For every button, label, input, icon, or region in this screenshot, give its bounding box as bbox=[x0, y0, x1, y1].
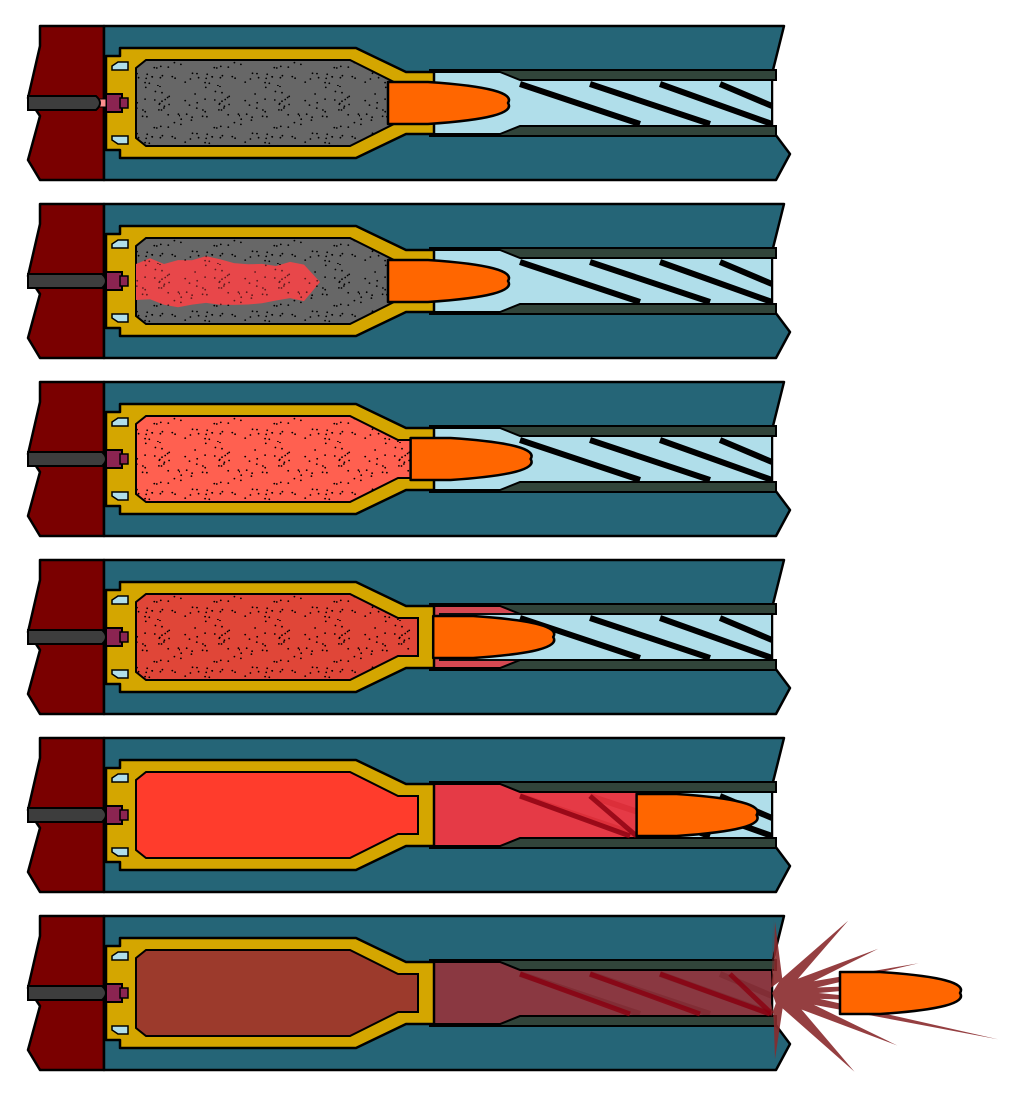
bullet bbox=[635, 792, 759, 838]
case-rim-notch-bottom bbox=[111, 491, 129, 501]
rifling-groove bbox=[718, 81, 774, 109]
firing-pin bbox=[27, 807, 107, 823]
case-rim-notch-bottom bbox=[111, 669, 129, 679]
powder-grains bbox=[136, 594, 418, 680]
rifling bbox=[519, 81, 774, 127]
case-rim-notch-bottom bbox=[111, 1025, 129, 1035]
powder-grains bbox=[136, 416, 418, 502]
firing-pin bbox=[27, 273, 107, 289]
firing-stage-4 bbox=[26, 558, 792, 716]
case-rim-notch-top bbox=[111, 773, 129, 783]
rifling-groove-gas bbox=[588, 794, 639, 838]
powder-charge bbox=[135, 771, 419, 859]
firing-stage-6 bbox=[26, 914, 999, 1072]
firing-pin bbox=[27, 451, 107, 467]
rifling-groove bbox=[519, 437, 641, 483]
case-rim-notch-bottom bbox=[111, 847, 129, 857]
firing-stage-1 bbox=[26, 24, 792, 182]
firing-stage-5 bbox=[26, 736, 792, 894]
case-rim-notch-top bbox=[111, 239, 129, 249]
rifling-groove-gas bbox=[519, 793, 631, 839]
firing-pin bbox=[27, 95, 101, 111]
primer-anvil bbox=[119, 453, 129, 465]
rifling bbox=[519, 259, 774, 305]
case-rim-notch-top bbox=[111, 61, 129, 71]
primer-anvil bbox=[119, 987, 129, 999]
rifling-groove bbox=[589, 259, 711, 305]
bullet bbox=[409, 436, 533, 482]
rifling-groove bbox=[519, 81, 641, 127]
case-rim-notch-bottom bbox=[111, 135, 129, 145]
primer-anvil bbox=[119, 809, 129, 821]
powder-charge bbox=[135, 949, 419, 1037]
muzzle-blast bbox=[770, 917, 999, 1072]
case-rim-notch-top bbox=[111, 951, 129, 961]
bore-gas bbox=[431, 961, 773, 1025]
rifling-groove bbox=[658, 259, 774, 305]
rifling-groove bbox=[589, 615, 711, 661]
primer-anvil bbox=[119, 631, 129, 643]
bullet bbox=[431, 614, 556, 660]
primer-anvil bbox=[119, 275, 129, 287]
rifling-groove bbox=[718, 259, 774, 287]
rifling-groove bbox=[718, 615, 774, 643]
rifling-groove bbox=[658, 615, 774, 661]
rifling-groove bbox=[658, 81, 774, 127]
rifling-groove bbox=[589, 437, 711, 483]
powder-grains bbox=[136, 60, 418, 146]
bullet bbox=[386, 258, 511, 304]
rifling-groove-gas bbox=[659, 971, 771, 1017]
case-rim-notch-top bbox=[111, 417, 129, 427]
ignition-flame-grains bbox=[136, 256, 320, 308]
rifling-groove-gas bbox=[589, 971, 701, 1017]
case-rim-notch-bottom bbox=[111, 313, 129, 323]
rifling-groove bbox=[658, 437, 774, 483]
case-rim-notch-top bbox=[111, 595, 129, 605]
bullet bbox=[838, 970, 963, 1016]
rifling-groove-gas bbox=[519, 971, 631, 1017]
bore-gas bbox=[431, 605, 521, 669]
primer-anvil bbox=[119, 97, 129, 109]
rifling-groove-gas bbox=[728, 972, 774, 1016]
rifling-groove bbox=[589, 81, 711, 127]
firing-stage-2 bbox=[26, 202, 792, 360]
rifling-groove bbox=[718, 437, 774, 465]
bullet bbox=[386, 80, 511, 126]
rifling bbox=[519, 437, 774, 483]
firing-stage-3 bbox=[26, 380, 792, 538]
bore-gas bbox=[431, 783, 638, 847]
firing-pin bbox=[27, 985, 107, 1001]
firing-pin bbox=[27, 629, 107, 645]
rifling-groove bbox=[519, 259, 641, 305]
